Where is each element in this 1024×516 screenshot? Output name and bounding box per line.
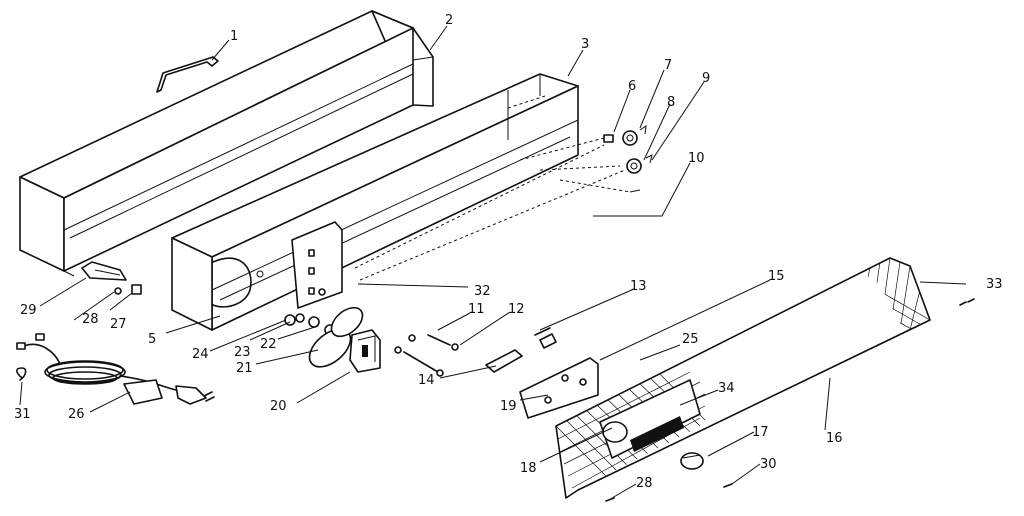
callout-23: 23	[234, 345, 251, 360]
leader-lines	[19, 25, 967, 499]
callout-11: 11	[468, 302, 485, 317]
callout-2: 2	[445, 13, 453, 28]
callout-34: 34	[718, 381, 735, 396]
callout-1: 1	[230, 29, 238, 44]
callout-29: 29	[20, 303, 37, 318]
callout-26: 26	[68, 407, 85, 422]
screw-33	[959, 298, 975, 306]
part-front-grille	[555, 257, 931, 499]
callout-13: 13	[630, 279, 647, 294]
part-end-panel	[284, 221, 343, 336]
callout-22: 22	[260, 337, 277, 352]
part-power-cord	[16, 333, 215, 405]
callout-27: 27	[110, 317, 127, 332]
callout-33: 33	[986, 277, 1003, 292]
screw-30	[723, 483, 733, 488]
callout-17: 17	[752, 425, 769, 440]
part-clip	[15, 367, 27, 381]
callout-20: 20	[270, 399, 287, 414]
callout-8: 8	[667, 95, 675, 110]
callout-10: 10	[688, 151, 705, 166]
callout-7: 7	[664, 58, 672, 73]
callout-21: 21	[236, 361, 253, 376]
callout-9: 9	[702, 71, 710, 86]
callout-25: 25	[682, 332, 699, 347]
callout-24: 24	[192, 347, 209, 362]
callout-14: 14	[418, 373, 435, 388]
callout-32: 32	[474, 284, 491, 299]
part-outer-housing	[19, 10, 434, 295]
callout-3: 3	[581, 37, 589, 52]
callout-16: 16	[826, 431, 843, 446]
callout-18: 18	[520, 461, 537, 476]
part-rods	[394, 334, 459, 377]
part-handle	[156, 56, 219, 93]
callout-30: 30	[760, 457, 777, 472]
callout-28b: 28	[636, 476, 653, 491]
callout-19: 19	[500, 399, 517, 414]
part-terminals	[354, 124, 653, 281]
screw-28b	[605, 497, 615, 502]
callout-15: 15	[768, 269, 785, 284]
callout-31: 31	[14, 407, 31, 422]
part-fan-motor	[308, 306, 381, 373]
callout-12: 12	[508, 302, 525, 317]
callout-5: 5	[148, 332, 156, 347]
callout-28a: 28	[82, 312, 99, 327]
callout-6: 6	[628, 79, 636, 94]
